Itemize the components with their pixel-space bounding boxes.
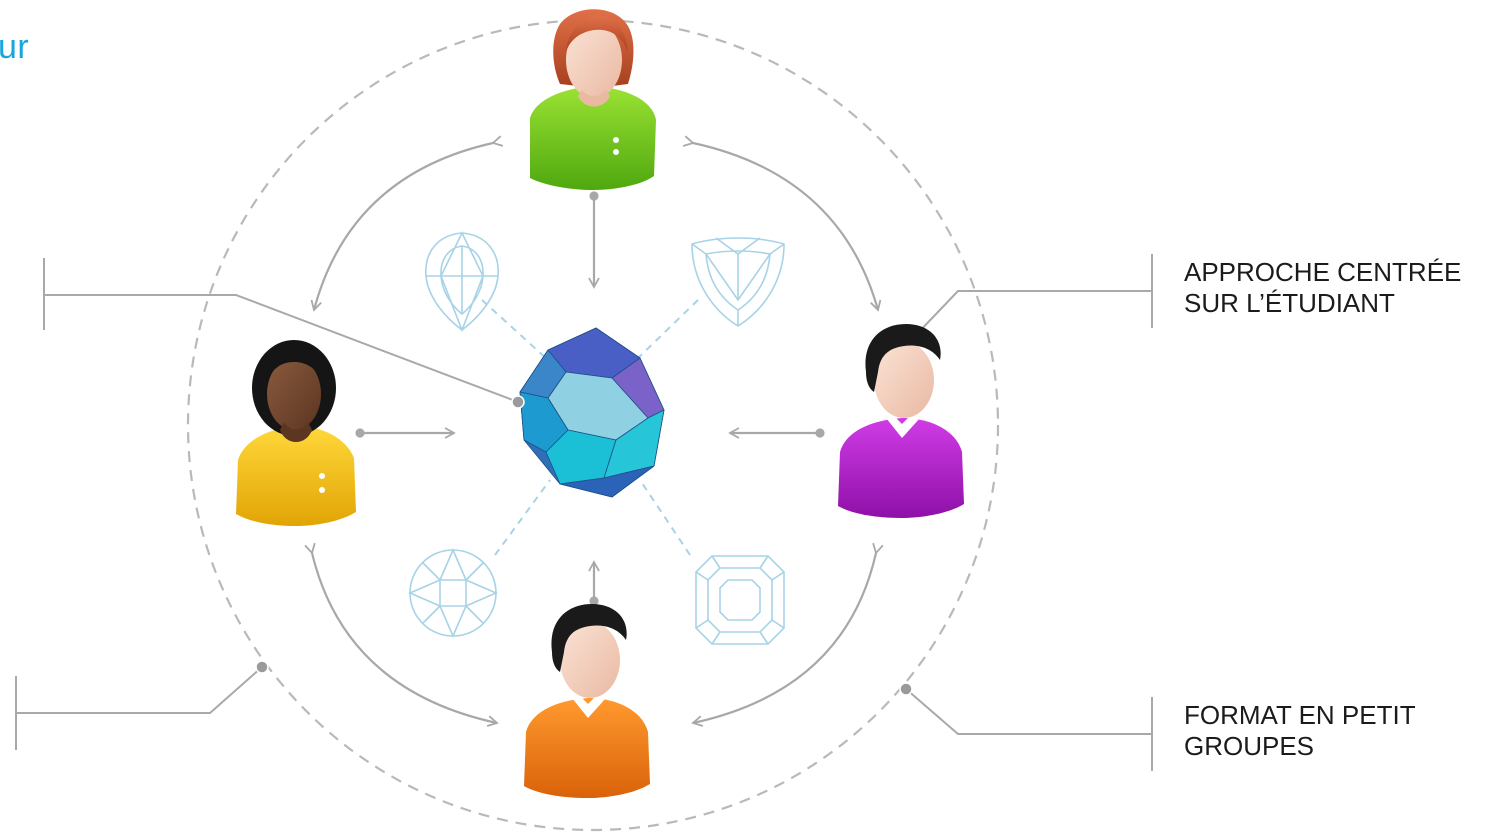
callout-line-left-bottom [16,666,263,714]
pear-cut-gem-icon [425,231,499,333]
callout-student-line2: SUR L’ÉTUDIANT [1184,288,1395,318]
partial-title: ur [0,28,30,66]
callout-group-line2: GROUPES [1184,731,1315,761]
round-brilliant-cut-gem-icon [407,547,499,639]
callout-dot [899,682,913,696]
callout-line-group [905,688,1152,735]
asscher-cut-gem-icon [695,555,785,645]
callout-student-centered: APPROCHE CENTRÉE SUR L’ÉTUDIANT [1184,257,1461,319]
arrow-bottom-right [691,542,884,727]
person-purple-avatar-icon [838,324,964,518]
callout-dot [511,395,525,409]
trillion-cut-gem-icon [691,237,785,327]
arrow-top-left [310,135,504,312]
arrow-top-right [682,135,882,312]
callout-small-group: FORMAT EN PETIT GROUPES [1184,700,1416,762]
circular-arrows [304,135,884,727]
crystal-gem-icon [519,327,665,498]
callout-dot [255,660,269,674]
callout-line-student [914,290,1152,337]
gem-connectors [481,299,699,556]
callout-lines [15,254,1153,771]
callout-student-line1: APPROCHE CENTRÉE [1184,257,1462,287]
arrow-bottom-left [304,542,499,727]
callout-group-line1: FORMAT EN PETIT [1184,700,1416,730]
callout-line-left-top [44,294,519,403]
person-orange-avatar-icon [524,604,650,798]
center-arrows [355,191,825,606]
person-yellow-avatar-icon [236,340,356,526]
person-green-avatar-icon [530,9,656,190]
